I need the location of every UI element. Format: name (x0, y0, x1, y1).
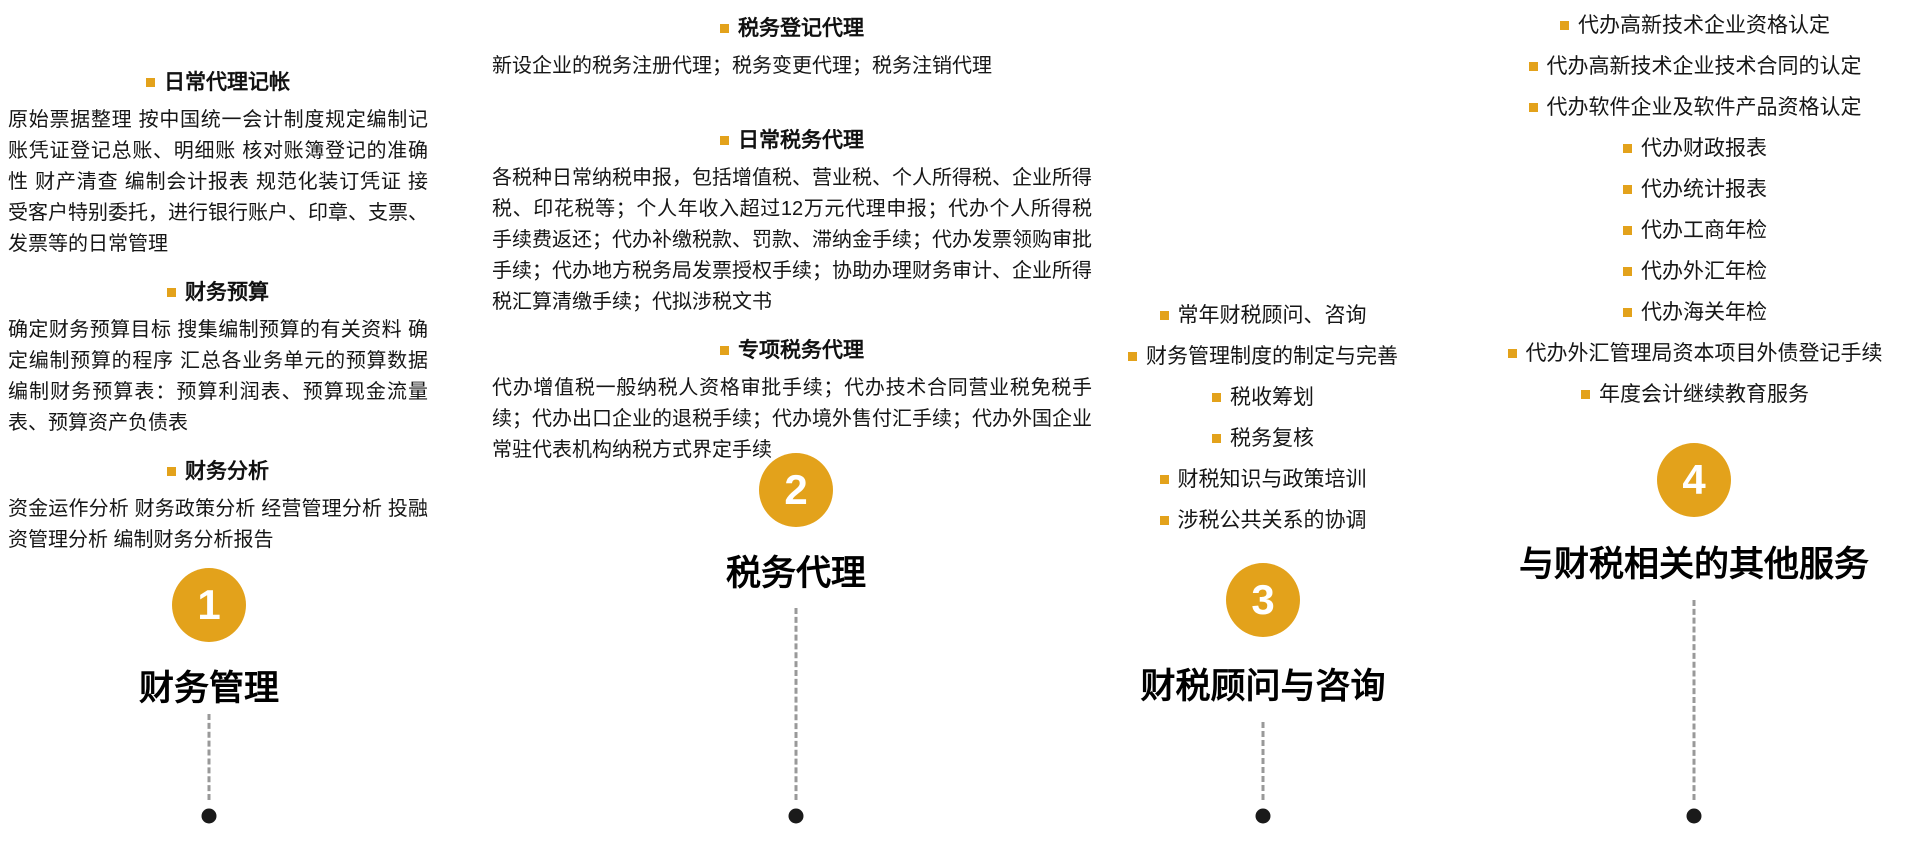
step-number-circle-4: 4 (1657, 443, 1731, 517)
service-section: 专项税务代理 代办增值税一般纳税人资格审批手续；代办技术合同营业税免税手续；代办… (492, 334, 1092, 466)
column-title-2: 税务代理 (725, 554, 867, 593)
column-other-services: 代办高新技术企业资格认定 代办高新技术企业技术合同的认定 代办软件企业及软件产品… (1450, 5, 1928, 415)
service-item: 年度会计继续教育服务 (1450, 374, 1928, 415)
service-item: 代办工商年检 (1450, 210, 1928, 251)
item-text: 代办高新技术企业资格认定 (1578, 14, 1830, 37)
service-item: 代办高新技术企业技术合同的认定 (1450, 46, 1928, 87)
connector-end-dot-3 (1255, 808, 1271, 824)
item-text: 财税知识与政策培训 (1177, 468, 1367, 491)
connector-dashed-line-1 (207, 714, 211, 800)
service-item: 代办高新技术企业资格认定 (1450, 5, 1928, 46)
bullet-square-icon (1159, 475, 1169, 484)
connector-end-dot-4 (1686, 808, 1702, 824)
service-section: 财务预算 确定财务预算目标 搜集编制预算的有关资料 确定编制预算的程序 汇总各业… (8, 276, 428, 439)
service-item: 代办财政报表 (1450, 128, 1928, 169)
item-text: 税收筹划 (1230, 386, 1314, 409)
bullet-square-icon (720, 24, 729, 33)
section-heading: 财务预算 (8, 276, 428, 306)
item-text: 涉税公共关系的协调 (1177, 509, 1367, 532)
step-number-circle-2: 2 (759, 453, 833, 527)
section-heading: 日常代理记帐 (8, 66, 428, 96)
column-title-3: 财税顾问与咨询 (1140, 667, 1386, 706)
bullet-square-icon (1623, 185, 1632, 194)
column-financial-management: 日常代理记帐 原始票据整理 按中国统一会计制度规定编制记账凭证登记总账、明细账 … (8, 66, 428, 572)
heading-text: 日常税务代理 (738, 129, 864, 152)
bullet-square-icon (1212, 393, 1221, 402)
heading-text: 财务分析 (185, 460, 269, 483)
item-text: 代办软件企业及软件产品资格认定 (1546, 96, 1862, 119)
section-body: 新设企业的税务注册代理；税务变更代理；税务注销代理 (492, 55, 992, 77)
section-body: 代办增值税一般纳税人资格审批手续；代办技术合同营业税免税手续；代办出口企业的退税… (492, 377, 1092, 461)
connector-dashed-line-3 (1261, 722, 1265, 800)
bullet-square-icon (1507, 349, 1517, 358)
connector-dashed-line-4 (1692, 600, 1696, 800)
service-item: 代办统计报表 (1450, 169, 1928, 210)
bullet-square-icon (146, 78, 155, 87)
bullet-square-icon (1623, 308, 1632, 317)
service-item: 财税知识与政策培训 (1098, 459, 1428, 500)
service-item: 代办外汇年检 (1450, 251, 1928, 292)
service-item: 代办海关年检 (1450, 292, 1928, 333)
item-text: 代办外汇管理局资本项目外债登记手续 (1525, 342, 1883, 365)
service-section: 税务登记代理 新设企业的税务注册代理；税务变更代理；税务注销代理 (492, 12, 1092, 82)
service-item: 税收筹划 (1098, 377, 1428, 418)
section-body: 确定财务预算目标 搜集编制预算的有关资料 确定编制预算的程序 汇总各业务单元的预… (8, 319, 428, 434)
bullet-square-icon (1159, 516, 1169, 525)
service-item: 常年财税顾问、咨询 (1098, 295, 1428, 336)
bullet-square-icon (1128, 352, 1137, 361)
column-title-4: 与财税相关的其他服务 (1518, 545, 1870, 584)
heading-text: 日常代理记帐 (164, 71, 290, 94)
bullet-square-icon (1528, 62, 1538, 71)
heading-text: 财务预算 (185, 281, 269, 304)
item-text: 代办高新技术企业技术合同的认定 (1546, 55, 1862, 78)
service-item: 财务管理制度的制定与完善 (1098, 336, 1428, 377)
bullet-square-icon (1623, 226, 1632, 235)
bullet-square-icon (720, 346, 729, 355)
bullet-square-icon (720, 136, 729, 145)
connector-end-dot-2 (788, 808, 804, 824)
section-body: 原始票据整理 按中国统一会计制度规定编制记账凭证登记总账、明细账 核对账簿登记的… (8, 109, 428, 255)
item-text: 常年财税顾问、咨询 (1177, 304, 1367, 327)
service-section: 日常税务代理 各税种日常纳税申报，包括增值税、营业税、个人所得税、企业所得税、印… (492, 124, 1092, 318)
bullet-square-icon (1623, 144, 1632, 153)
bullet-square-icon (1159, 311, 1169, 320)
service-item: 涉税公共关系的协调 (1098, 500, 1428, 541)
heading-text: 专项税务代理 (738, 339, 864, 362)
item-text: 代办统计报表 (1641, 178, 1767, 201)
connector-end-dot-1 (201, 808, 217, 824)
column-tax-agency: 税务登记代理 新设企业的税务注册代理；税务变更代理；税务注销代理 日常税务代理 … (492, 12, 1092, 482)
section-body: 资金运作分析 财务政策分析 经营管理分析 投融资管理分析 编制财务分析报告 (8, 498, 428, 551)
service-item: 代办外汇管理局资本项目外债登记手续 (1450, 333, 1928, 374)
service-item: 代办软件企业及软件产品资格认定 (1450, 87, 1928, 128)
column-tax-advisory: 常年财税顾问、咨询 财务管理制度的制定与完善 税收筹划 税务复核 财税知识与政策… (1098, 295, 1428, 541)
item-text: 代办外汇年检 (1641, 260, 1767, 283)
connector-dashed-line-2 (794, 608, 798, 800)
section-heading: 日常税务代理 (492, 124, 1092, 154)
service-section: 日常代理记帐 原始票据整理 按中国统一会计制度规定编制记账凭证登记总账、明细账 … (8, 66, 428, 260)
section-heading: 专项税务代理 (492, 334, 1092, 364)
service-section: 财务分析 资金运作分析 财务政策分析 经营管理分析 投融资管理分析 编制财务分析… (8, 455, 428, 556)
bullet-square-icon (1528, 103, 1538, 112)
item-text: 代办海关年检 (1641, 301, 1767, 324)
bullet-square-icon (167, 288, 176, 297)
bullet-square-icon (1212, 434, 1221, 443)
step-number-circle-1: 1 (172, 568, 246, 642)
section-heading: 财务分析 (8, 455, 428, 485)
service-item: 税务复核 (1098, 418, 1428, 459)
item-text: 税务复核 (1230, 427, 1314, 450)
section-heading: 税务登记代理 (492, 12, 1092, 42)
item-text: 代办财政报表 (1641, 137, 1767, 160)
column-title-1: 财务管理 (138, 669, 280, 708)
section-body: 各税种日常纳税申报，包括增值税、营业税、个人所得税、企业所得税、印花税等；个人年… (492, 167, 1092, 313)
bullet-square-icon (167, 467, 176, 476)
item-text: 代办工商年检 (1641, 219, 1767, 242)
bullet-square-icon (1560, 21, 1569, 30)
heading-text: 税务登记代理 (738, 17, 864, 40)
bullet-square-icon (1623, 267, 1632, 276)
bullet-square-icon (1581, 390, 1590, 399)
item-text: 财务管理制度的制定与完善 (1146, 345, 1398, 368)
step-number-circle-3: 3 (1226, 563, 1300, 637)
item-text: 年度会计继续教育服务 (1599, 383, 1809, 406)
